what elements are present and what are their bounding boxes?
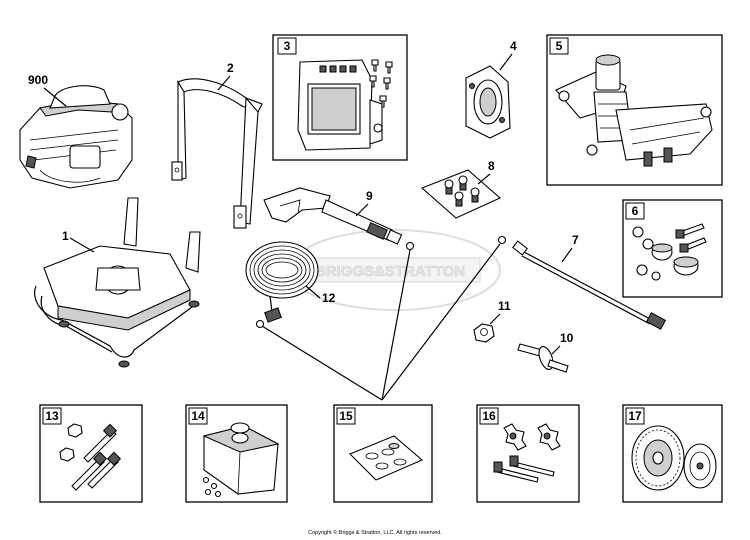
part-wand[interactable] [497,235,667,330]
part-tank-hardware[interactable] [202,476,222,498]
box-5-number-tag [549,37,569,55]
box-15-number: 15 [339,409,353,423]
part-handle-knobs[interactable] [503,423,561,451]
part-knob-bolts[interactable] [493,455,555,483]
watermark-logo: BRIGGS&STRATTON [289,229,501,311]
box-16-number-tag [479,407,499,425]
leader-7 [561,247,573,263]
part-axle-bolt[interactable] [517,343,569,373]
box-14-number: 14 [191,409,205,423]
leader-900 [43,87,67,107]
callout-2: 2 [227,61,234,75]
part-frame[interactable] [34,197,201,368]
part-pump[interactable] [555,54,713,167]
callout-4: 4 [510,39,517,53]
box-5-number: 5 [556,39,563,53]
box-3-number-tag [277,37,297,55]
part-frame-bolts[interactable] [59,423,122,491]
callout-12: 12 [322,291,336,305]
watermark-text: BRIGGS&STRATTON [315,263,465,280]
leader-11 [489,313,501,325]
leader-15-from-wand [381,243,501,401]
leader-15-from-hose [261,325,383,401]
leader-15-from-gun [381,249,411,401]
part-hose[interactable] [245,241,319,329]
box-17-number: 17 [628,409,642,423]
box-16-number: 16 [482,409,496,423]
leader-9 [355,203,369,217]
box-3-number: 3 [284,39,291,53]
box-6-number: 6 [632,204,639,218]
box-14-number-tag [188,407,208,425]
callout-9: 9 [366,189,373,203]
part-control-panel[interactable] [297,59,383,151]
leader-4 [499,53,513,71]
part-o-ring-kit[interactable] [349,435,424,481]
callout-8: 8 [488,159,495,173]
part-nozzle-kit[interactable] [420,169,502,219]
leader-8 [477,173,491,185]
callout-10: 10 [560,331,574,345]
part-wheel-hardware[interactable] [632,223,707,281]
leader-10 [551,345,561,355]
callout-1: 1 [62,229,69,243]
callout-11: 11 [498,299,511,313]
callout-900: 900 [28,73,48,87]
copyright-notice: Copyright © Briggs & Stratton, LLC. All … [308,529,442,536]
box-13-number: 13 [45,409,59,423]
part-pump-adapter[interactable] [465,65,511,139]
part-panel-screws[interactable] [369,59,393,108]
leader-1 [69,237,95,253]
box-6-number-tag [625,202,645,220]
part-spray-gun[interactable] [263,187,403,245]
part-gun-o-ring[interactable] [405,241,415,251]
part-nut[interactable] [473,323,495,343]
leader-2 [217,75,231,91]
box-13-number-tag [42,407,62,425]
part-fuel-tank[interactable] [202,422,280,495]
part-handle[interactable] [171,78,263,229]
leader-12 [305,285,321,299]
part-engine[interactable] [19,85,133,189]
part-wheel-hub-cap[interactable] [683,443,717,489]
callout-7: 7 [572,233,579,247]
box-17-number-tag [625,407,645,425]
box-15-number-tag [336,407,356,425]
part-wheel[interactable] [631,425,685,491]
